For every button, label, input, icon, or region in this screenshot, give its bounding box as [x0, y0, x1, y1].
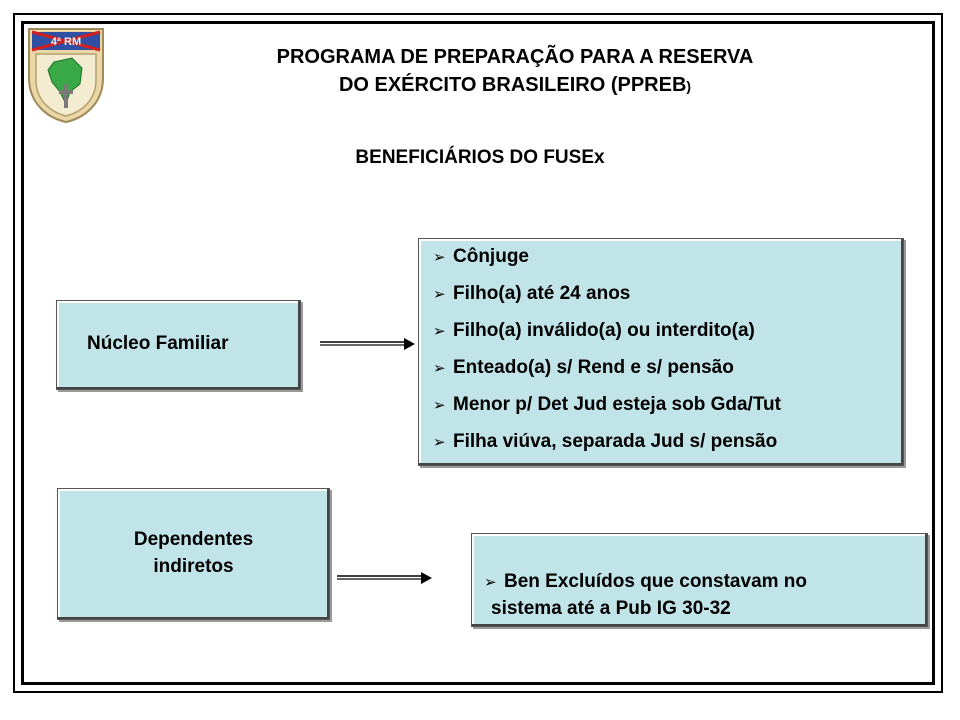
dependentes-label-line-2: indiretos: [153, 556, 234, 577]
list-item: ➢ Enteado(a) s/ Rend e s/ pensão: [433, 356, 781, 393]
title-line-1: PROGRAMA DE PREPARAÇÃO PARA A RESERVA: [276, 46, 754, 68]
arrow-bullet-icon: ➢: [484, 574, 497, 591]
subtitle: BENEFICIÁRIOS DO FUSEx: [355, 147, 605, 168]
arrow-bullet-icon: ➢: [433, 434, 446, 451]
list-item: ➢ Filho(a) inválido(a) ou interdito(a): [433, 319, 781, 356]
list-item-label: Cônjuge: [453, 246, 529, 267]
shield-emblem-icon: 4ª RM: [28, 28, 104, 124]
title-line-2-main: DO EXÉRCITO BRASILEIRO (PPREB: [338, 74, 687, 96]
arrow-right-icon: [337, 572, 432, 584]
arrow-bullet-icon: ➢: [433, 249, 446, 266]
arrow-bullet-icon: ➢: [433, 360, 446, 377]
dependentes-indiretos-box: Dependentes indiretos: [57, 488, 330, 620]
list-item-label: Filha viúva, separada Jud s/ pensão: [453, 431, 778, 452]
list-item: ➢ Filho(a) até 24 anos: [433, 282, 781, 319]
beneficiary-list: ➢ Cônjuge ➢ Filho(a) até 24 anos ➢ Filho(a)…: [433, 245, 781, 467]
list-item-label: Enteado(a) s/ Rend e s/ pensão: [453, 357, 734, 378]
ben-excluidos-box: ➢ Ben Excluídos que constavam no sistema …: [471, 533, 928, 627]
list-item-label: Menor p/ Det Jud esteja sob Gda/Tut: [453, 394, 781, 415]
title-line-2-end: ): [686, 78, 692, 94]
nucleo-familiar-box: Núcleo Familiar: [56, 300, 301, 390]
inner-frame: [21, 21, 935, 685]
list-item: ➢ Filha viúva, separada Jud s/ pensão: [433, 430, 781, 467]
emblem-text: 4ª RM: [51, 36, 81, 48]
ben-excluidos-text-1: Ben Excluídos que constavam no: [504, 571, 808, 592]
list-item-label: Filho(a) até 24 anos: [453, 283, 631, 304]
list-item: ➢ Menor p/ Det Jud esteja sob Gda/Tut: [433, 393, 781, 430]
dependentes-label-line-1: Dependentes: [133, 529, 254, 550]
outer-frame: [13, 13, 943, 693]
arrow-bullet-icon: ➢: [433, 286, 446, 303]
title-line-2: DO EXÉRCITO BRASILEIRO (PPREB): [190, 71, 840, 100]
nucleo-familiar-label: Núcleo Familiar: [87, 333, 229, 354]
list-item: ➢ Cônjuge: [433, 245, 781, 282]
arrow-right-icon: [320, 338, 415, 350]
list-item-label: Filho(a) inválido(a) ou interdito(a): [453, 320, 755, 341]
ben-excluidos-line-2: sistema até a Pub IG 30-32: [491, 598, 731, 619]
arrow-bullet-icon: ➢: [433, 397, 446, 414]
nucleo-familiar-list-box: ➢ Cônjuge ➢ Filho(a) até 24 anos ➢ Filho(a)…: [418, 238, 904, 466]
page-title: PROGRAMA DE PREPARAÇÃO PARA A RESERVA DO…: [190, 43, 840, 100]
arrow-bullet-icon: ➢: [433, 323, 446, 340]
ben-excluidos-line-1: ➢ Ben Excluídos que constavam no: [484, 571, 807, 593]
